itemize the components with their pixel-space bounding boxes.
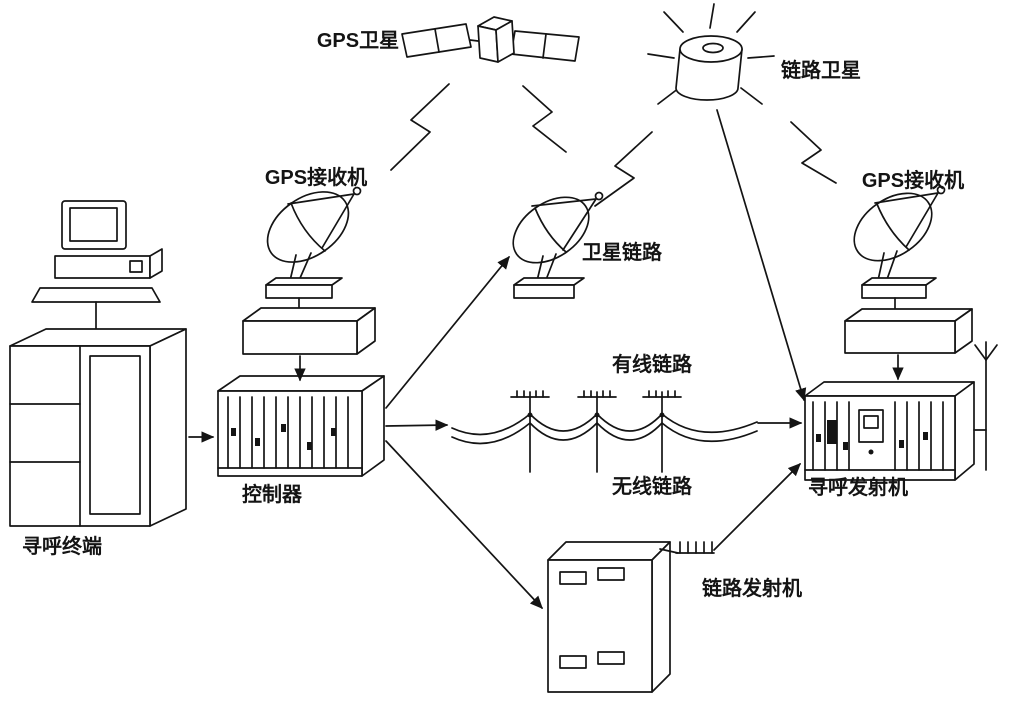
arrow-linksat-to-transmitter: [716, 109, 807, 402]
radio-wave-gps-to-left-receiver: [390, 83, 450, 171]
radio-wave-linksat-to-satlink-dish: [594, 131, 653, 207]
gps-receiver-right-label: GPS接收机: [862, 168, 964, 192]
radio-wave-gps-to-satlink-dish: [522, 85, 567, 153]
rack-side: [954, 381, 975, 481]
dish-feed: [936, 185, 946, 195]
rack-top: [804, 381, 975, 397]
telegraph-pole: [577, 390, 617, 473]
controller-side: [361, 375, 385, 477]
arrow-controller-to-linktx: [385, 440, 543, 609]
satellite-drum-body: [675, 48, 743, 101]
satellite-body-front: [477, 25, 499, 63]
arrow-controller-to-wiredlink: [385, 419, 449, 431]
paging-transmitter-icon: [804, 341, 998, 481]
keyboard: [31, 287, 161, 303]
gps-satellite-icon: [401, 16, 580, 63]
wired-link-label: 有线链路: [612, 352, 693, 376]
wireless-link-label: 无线链路: [612, 474, 693, 498]
radio-waves: [390, 83, 837, 207]
dish-feed: [352, 186, 362, 196]
satellite-link-dish-icon: [512, 191, 604, 299]
arrow-linktx-to-transmitter: [713, 463, 801, 551]
whip-antenna-icon: [973, 341, 998, 471]
gps-receiver-right-icon: [844, 185, 973, 354]
radio-wave-linksat-to-right-receiver: [790, 121, 837, 184]
satellite-body-side: [495, 20, 515, 63]
gps-receiver-left-icon: [242, 186, 376, 355]
receiver-unit: [242, 320, 358, 355]
comb-antenna-icon: [659, 541, 715, 554]
controller-icon: [217, 375, 385, 477]
monitor-screen: [69, 207, 118, 242]
labels: GPS卫星 链路卫星 GPS接收机 GPS接收机 卫星链路 有线链路 无线链路 …: [22, 29, 964, 600]
center-module: [858, 409, 884, 443]
dish-feed: [594, 191, 604, 201]
telegraph-pole: [642, 390, 682, 473]
link-satellite-label: 链路卫星: [781, 58, 861, 82]
box-front: [547, 559, 653, 693]
dish-base: [861, 284, 927, 299]
connection-arrows: [188, 109, 904, 609]
telegraph-pole: [510, 390, 550, 473]
wire-upper: [451, 413, 758, 436]
satellite-drum-hole: [702, 42, 724, 54]
arrow-controller-to-satlink: [385, 255, 510, 409]
dish-base: [513, 284, 575, 299]
link-transmitter-label: 链路发射机: [702, 576, 802, 600]
link-transmitter-icon: [547, 541, 715, 693]
gps-satellite-label: GPS卫星: [317, 29, 399, 52]
paging-terminal-label: 寻呼终端: [22, 534, 102, 558]
controller-front: [217, 390, 363, 477]
wired-link-icon: [451, 390, 758, 473]
cabinet-side: [149, 328, 187, 527]
system-unit: [54, 255, 151, 279]
paging-transmitter-label: 寻呼发射机: [808, 475, 908, 499]
monitor: [61, 200, 127, 250]
box-top: [547, 541, 671, 561]
controller-label: 控制器: [242, 482, 303, 506]
satellite-link-label: 卫星链路: [582, 240, 663, 264]
satellite-drum-top: [679, 35, 743, 63]
paging-terminal-icon: [9, 200, 187, 527]
link-satellite-icon: [647, 3, 775, 105]
gps-receiver-left-label: GPS接收机: [265, 165, 367, 189]
box-side: [651, 541, 671, 693]
wire-lower: [451, 422, 758, 445]
controller-top: [217, 375, 385, 392]
receiver-unit: [844, 320, 956, 354]
dish-base: [265, 284, 333, 299]
